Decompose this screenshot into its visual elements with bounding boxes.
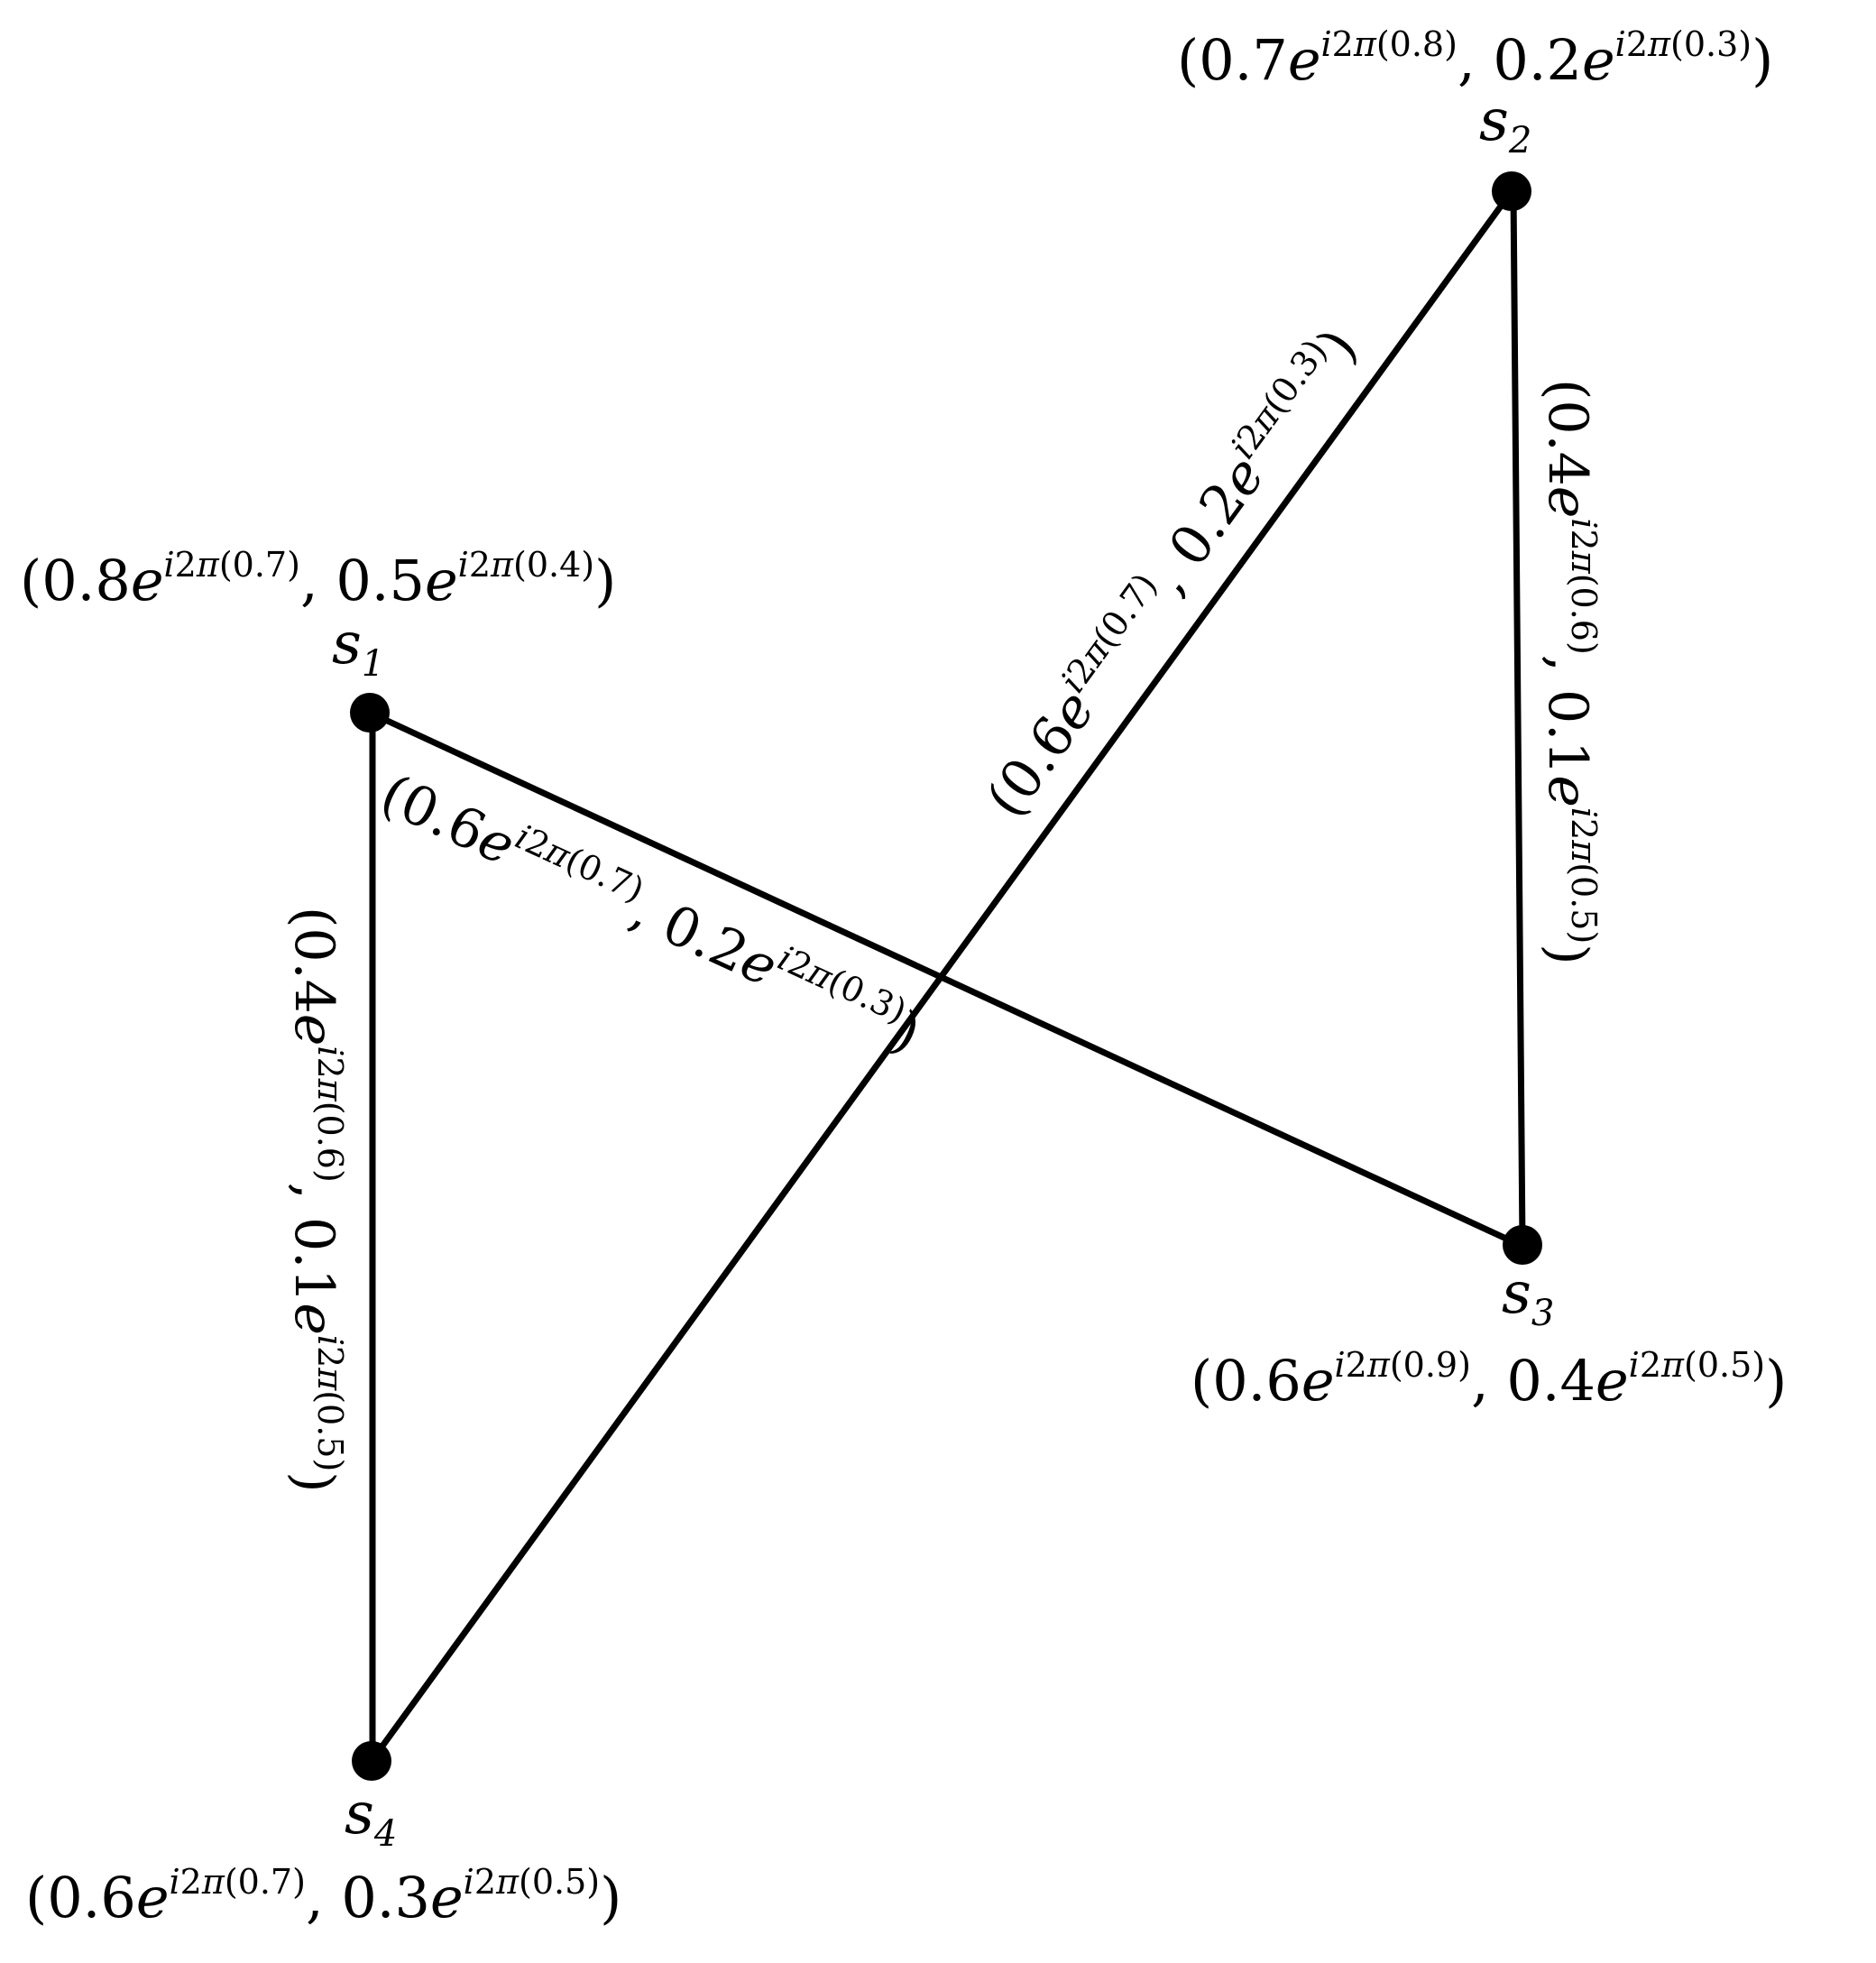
- node-s2-label: (0.7ei2π(0.8), 0.2ei2π(0.3)): [1177, 24, 1773, 93]
- edge-s2-s3: [1510, 188, 1526, 1249]
- node-s3-name: s3: [1502, 1260, 1554, 1334]
- edge-s2-s4-label: (0.6ei2π(0.7), 0.2ei2π(0.3)): [970, 315, 1370, 829]
- node-s4-label: (0.6ei2π(0.7), 0.3ei2π(0.5)): [25, 1862, 621, 1931]
- node-s1-label: (0.8ei2π(0.7), 0.5ei2π(0.4)): [20, 545, 616, 613]
- edge-s1-s3: [366, 709, 1523, 1249]
- node-s3-label: (0.6ei2π(0.9), 0.4ei2π(0.5)): [1191, 1345, 1787, 1414]
- node-s2: [1492, 171, 1531, 211]
- edge-s2-s4: [368, 188, 1515, 1765]
- node-s4: [352, 1741, 391, 1781]
- edge-s1-s4-label: (0.4ei2π(0.6), 0.1ei2π(0.5)): [282, 907, 350, 1493]
- node-s1: [350, 693, 390, 733]
- edge-s1-s3-label: (0.6ei2π(0.7), 0.2ei2π(0.3)): [372, 759, 932, 1066]
- node-s1-name: s1: [332, 611, 384, 685]
- node-s3: [1503, 1225, 1542, 1265]
- node-s4-name: s4: [345, 1781, 397, 1855]
- node-s2-name: s2: [1479, 88, 1531, 161]
- edge-s2-s3-label: (0.4ei2π(0.6), 0.1ei2π(0.5)): [1536, 379, 1604, 965]
